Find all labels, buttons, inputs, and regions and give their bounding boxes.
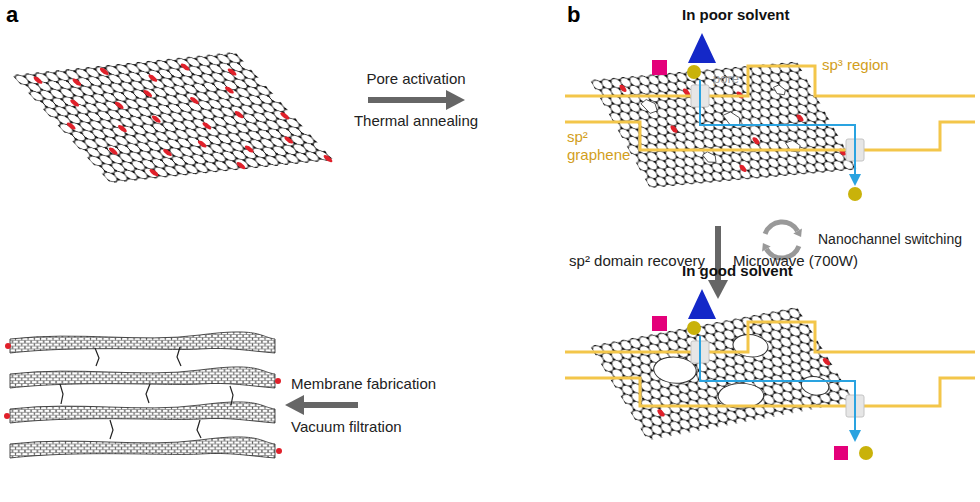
nanochannel-good: [565, 289, 975, 460]
part-label: pore: [713, 71, 739, 87]
step-label: Vacuum filtration: [291, 418, 402, 436]
condition-heading: In poor solvent: [682, 6, 790, 24]
panel-letter: a: [6, 2, 18, 28]
graphene-oxide-sheet: [12, 52, 335, 185]
condition-heading: In good solvent: [682, 262, 793, 280]
process-arrow: [285, 90, 728, 415]
step-label: Thermal annealing: [354, 112, 478, 130]
part-label: sp² graphene: [567, 128, 633, 164]
activated-sheet: [590, 62, 857, 188]
panel-letter: b: [567, 2, 580, 28]
nanochannel-poor: [565, 33, 975, 201]
part-label: sp³ region: [822, 56, 889, 74]
membrane-stack: [4, 332, 282, 458]
step-label: Membrane fabrication: [291, 375, 436, 393]
step-label: Pore activation: [366, 70, 465, 88]
cycle-label: Nanochannel switching: [818, 231, 962, 248]
